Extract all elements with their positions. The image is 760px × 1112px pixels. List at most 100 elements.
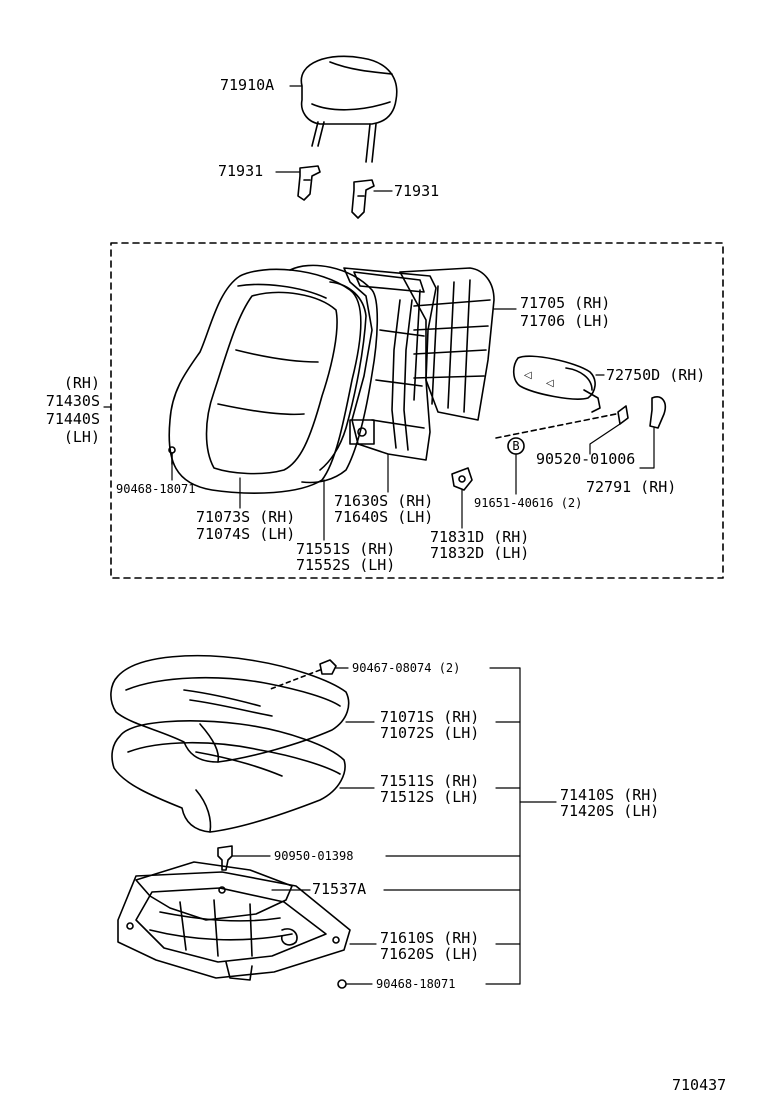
- label-cushion-cover-lh: 71072S (LH): [380, 724, 480, 742]
- label-bolt-marker: B: [512, 439, 520, 453]
- frame-cross-3: [371, 419, 425, 429]
- label-bolt-91651: 91651-40616 (2): [474, 496, 583, 510]
- label-back-assy-lh-tag: (LH): [63, 428, 100, 446]
- leader-lines-top: [103, 85, 655, 541]
- seat-back-pad-outline: [289, 264, 379, 484]
- board-grid-h1: [413, 299, 491, 307]
- cushion-panel-hole: [218, 886, 226, 894]
- clip-90950-shape: [217, 845, 233, 871]
- headrest-stay-right: [365, 123, 371, 163]
- armrest-bracket: [583, 389, 601, 413]
- label-back-assy-lh: 71440S: [45, 410, 100, 428]
- cushion-pad-outline: [111, 720, 346, 833]
- support-left-shape: [297, 165, 321, 201]
- headrest-stay-left-b: [317, 121, 325, 147]
- cushion-cover-front: [199, 723, 220, 763]
- cushion-cover-seam-1: [183, 689, 261, 707]
- armrest-part: ◁ ◁: [512, 355, 601, 413]
- frame-side-rail: [391, 299, 401, 449]
- label-cover-lh: 71074S (LH): [196, 525, 296, 543]
- seat-back-cover-outline: [168, 268, 362, 494]
- bracket-71831d-shape: [451, 467, 473, 491]
- cushion-frame-spring-3: [249, 903, 253, 957]
- frame-recliner-plate: [349, 419, 375, 445]
- seat-back-cover: [168, 268, 362, 494]
- seat-back-pad-inner: [319, 281, 367, 471]
- label-panel-71537: 71537A: [312, 880, 367, 898]
- label-back-assy-rh-tag: (RH): [63, 374, 100, 392]
- cushion-frame-rail-2: [159, 911, 281, 922]
- label-cushion-frame-rh: 71610S (RH): [380, 929, 480, 947]
- frame-recliner-hole: [357, 427, 367, 437]
- label-back-assy-rh: 71430S: [45, 392, 100, 410]
- cushion-pad-top: [127, 741, 341, 775]
- seat-back-cover-seam-2: [217, 403, 305, 416]
- armrest-dashed-link: [495, 413, 617, 439]
- headrest-pad-crease: [311, 101, 391, 111]
- seat-back-pad: [289, 264, 379, 484]
- cushion-frame-bolt-1: [126, 922, 134, 930]
- leader-screw: [589, 423, 621, 455]
- headrest-stay-right-b: [371, 123, 377, 163]
- headrest-pad-edge: [329, 61, 393, 75]
- label-frame-rh: 71630S (RH): [334, 492, 434, 510]
- armrest-cap: [565, 367, 593, 391]
- cushion-panel-shape: [135, 861, 293, 921]
- label-frame-lh: 71640S (LH): [334, 508, 434, 526]
- label-cushion-frame-lh: 71620S (LH): [380, 945, 480, 963]
- cushion-pad-groove: [195, 751, 283, 777]
- seat-back-cover-seam-1: [235, 349, 319, 363]
- headrest-supports: [297, 165, 375, 219]
- board-grid-h2: [413, 325, 489, 331]
- board-grid-v2: [431, 285, 439, 405]
- seat-cushion-cover: [110, 654, 350, 763]
- label-cushion-cover-rh: 71071S (RH): [380, 708, 480, 726]
- label-headrest: 71910A: [220, 76, 275, 94]
- headrest-stay-left: [311, 121, 319, 147]
- diagram-code: 710437: [672, 1076, 727, 1094]
- clip-90468-bottom-shape: [337, 979, 347, 989]
- label-cushion-assy-rh: 71410S (RH): [560, 786, 660, 804]
- label-cover-rh: 71073S (RH): [196, 508, 296, 526]
- cushion-frame-bolt-2: [332, 936, 340, 944]
- bracket-71831d-hole: [458, 475, 466, 483]
- cushion-cover-outline: [110, 654, 350, 763]
- cushion-frame-spring-2: [213, 899, 219, 957]
- label-hook-72791: 72791 (RH): [586, 478, 677, 496]
- board-outline: [399, 267, 495, 421]
- label-support-right: 71931: [394, 182, 440, 200]
- armrest-mark-1: ◁: [524, 370, 532, 381]
- label-pad-rh: 71551S (RH): [296, 540, 396, 558]
- screw-90520-shape: [617, 405, 629, 425]
- label-armrest: 72750D (RH): [606, 366, 706, 384]
- cushion-frame-rail-1: [149, 929, 293, 941]
- frame-cross-1: [379, 329, 425, 337]
- label-screw-90520: 90520-01006: [536, 450, 636, 468]
- seat-cushion-frame: [117, 871, 351, 981]
- label-cushion-assy-lh: 71420S (LH): [560, 802, 660, 820]
- seat-back-board: [399, 267, 495, 421]
- headrest-group: [300, 55, 398, 163]
- board-grid-v3: [447, 281, 455, 409]
- armrest-hardware: [495, 396, 667, 439]
- headrest-pad: [300, 55, 398, 125]
- board-grid-v1: [413, 289, 421, 401]
- cushion-frame-inner: [135, 887, 327, 963]
- clip-90467-shape: [319, 659, 337, 675]
- label-back-frame-rh: 71705 (RH): [520, 294, 611, 312]
- label-back-frame-lh: 71706 (LH): [520, 312, 611, 330]
- armrest-body: [512, 355, 596, 400]
- hook-72791-shape: [649, 396, 667, 429]
- cushion-frame-spring-1: [179, 901, 187, 951]
- seat-back-cover-inner: [205, 291, 338, 475]
- support-right-shape: [351, 179, 375, 219]
- clip-90467-dashed: [267, 669, 321, 691]
- cushion-cover-seam-2: [189, 699, 273, 717]
- seat-back-assembly-box: [110, 242, 724, 579]
- label-clip-90950: 90950-01398: [274, 849, 354, 863]
- cushion-cover-top: [125, 676, 341, 707]
- label-clip-90467: 90467-08074 (2): [352, 661, 461, 675]
- label-bracket-rh: 71831D (RH): [430, 528, 530, 546]
- frame-upper-bar: [353, 271, 425, 293]
